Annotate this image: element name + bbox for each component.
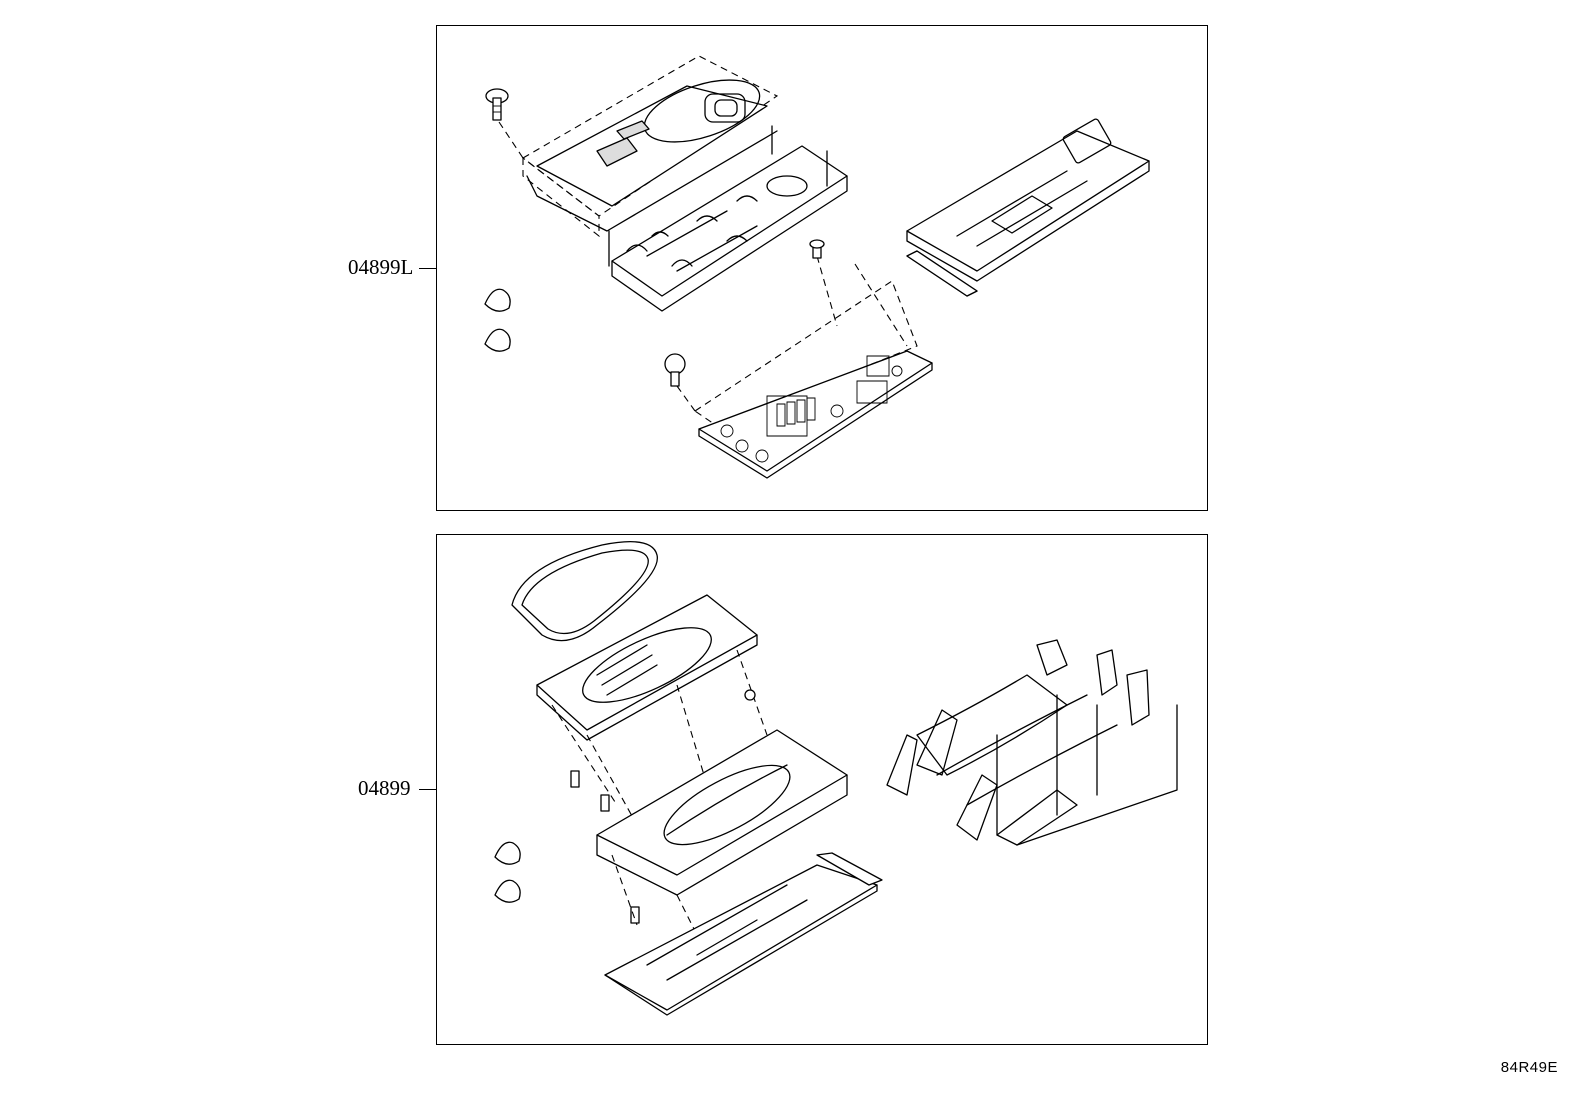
part-number-callout-04899: 04899 [358,776,411,800]
reflector-assembly [887,640,1177,845]
circuit-holder [609,126,847,311]
callout-leader-04899L [419,268,436,269]
callout-leader-04899 [419,789,436,790]
part-number-callout-04899L: 04899L [348,255,414,279]
exploded-view-04899 [437,535,1209,1046]
assembly-panel-04899 [436,534,1208,1045]
figure-code: 84R49E [1500,1059,1558,1076]
bolt [486,89,523,158]
lower-base [605,853,882,1015]
assembly-panel-04899L [436,25,1208,511]
printed-circuit-board [665,240,932,478]
diffuser-lens [907,118,1149,296]
exploded-view-04899L [437,26,1209,512]
gasket-ring [512,542,657,641]
lens-caps [485,289,510,351]
upper-housing [537,595,767,825]
screws [571,771,639,923]
lens-caps [495,842,520,902]
middle-housing [597,730,847,955]
upper-cover [523,56,777,236]
